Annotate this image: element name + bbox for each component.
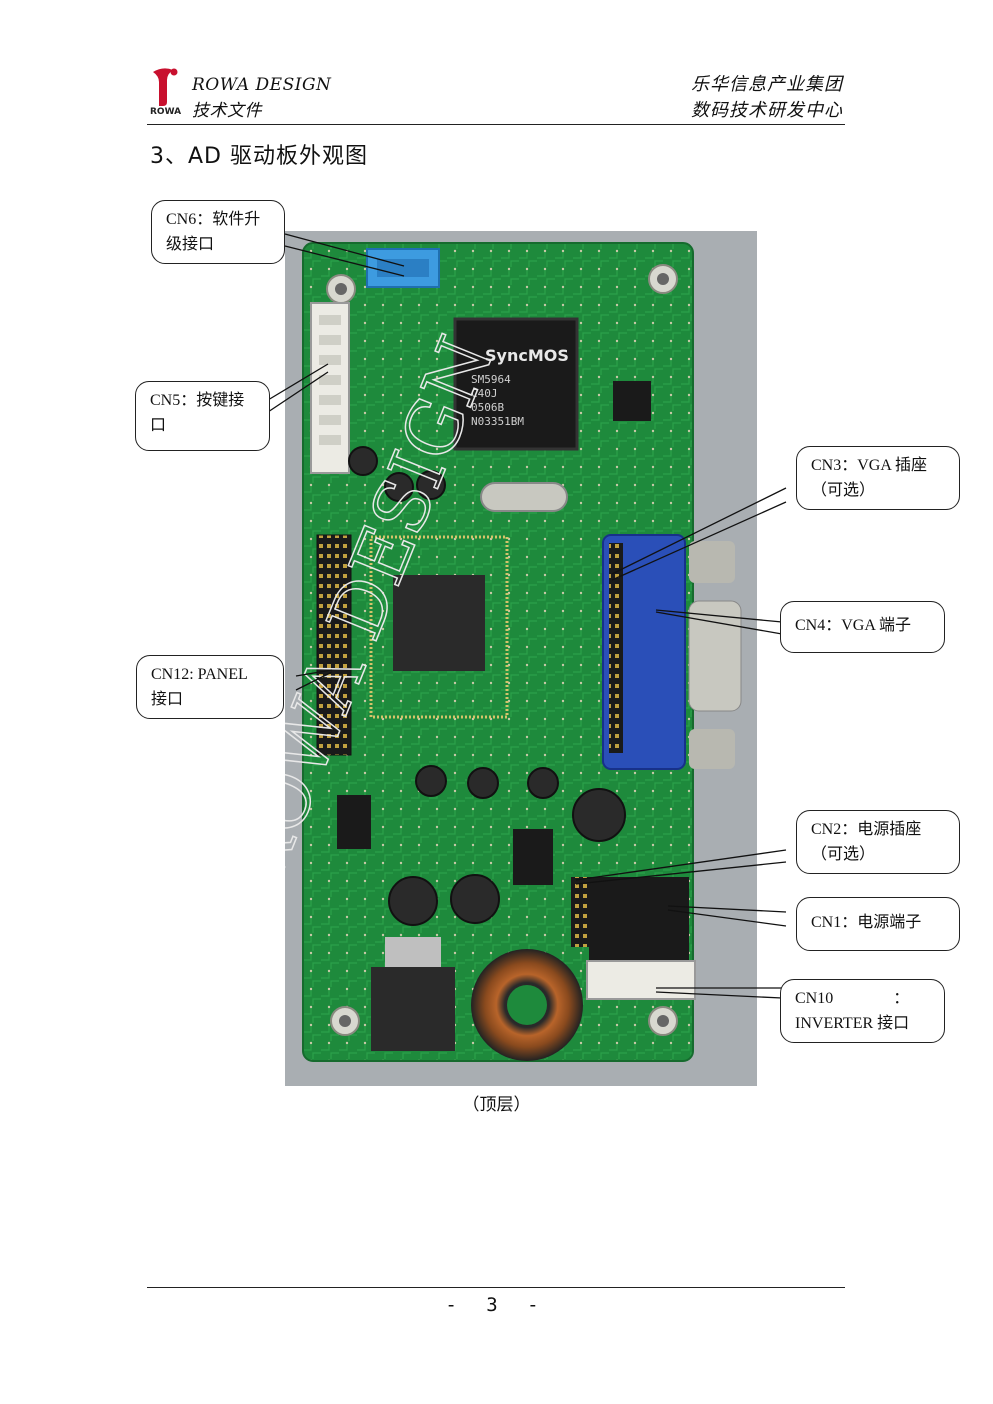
chip-brand: SyncMOS	[485, 346, 569, 365]
callout-cn5: CN5：按键接 口	[135, 381, 270, 451]
chip-line-2: C40J	[471, 387, 498, 400]
callout-cn6-line1: CN6：软件升	[166, 211, 261, 228]
callout-cn2-line2: （可选）	[811, 846, 876, 863]
callout-cn10-line2: INVERTER 接口	[795, 1015, 910, 1032]
callout-cn3: CN3：VGA 插座 （可选）	[796, 446, 960, 510]
callout-cn6-line2: 级接口	[166, 236, 215, 253]
doc-type: 技术文件	[192, 101, 262, 121]
callout-cn12-line2: 接口	[151, 691, 184, 708]
callout-cn10: CN10 ： INVERTER 接口	[780, 979, 945, 1043]
department-name: 数码技术研发中心	[691, 100, 843, 121]
header-left: ROWA DESIGN 技术文件	[192, 72, 331, 124]
callout-cn2-line1: CN2：电源插座	[811, 821, 922, 838]
callout-cn1-line1: CN1：电源端子	[811, 914, 922, 931]
callout-cn3-line2: （可选）	[811, 482, 876, 499]
mcu-chip-label: SyncMOS SM5964 C40J 0506B N03351BM	[471, 346, 569, 428]
callout-cn12-line1: CN12: PANEL	[151, 666, 248, 683]
callout-cn1: CN1：电源端子	[796, 897, 960, 951]
rowa-logo: ROWA	[150, 68, 181, 116]
header-rule	[147, 124, 845, 125]
section-title: 3、AD 驱动板外观图	[150, 144, 368, 169]
figure-caption: （顶层）	[462, 1095, 531, 1115]
chip-line-3: 0506B	[471, 401, 504, 414]
callout-cn10-line1: CN10 ：	[795, 990, 910, 1007]
header-right: 乐华信息产业集团 数码技术研发中心	[691, 72, 843, 124]
company-name: 乐华信息产业集团	[691, 74, 843, 95]
callout-cn2: CN2：电源插座 （可选）	[796, 810, 960, 874]
page-number: - 3 -	[445, 1294, 548, 1316]
callout-cn3-line1: CN3：VGA 插座	[811, 457, 928, 474]
callout-cn4-line1: CN4：VGA 端子	[795, 617, 912, 634]
callout-cn12: CN12: PANEL 接口	[136, 655, 284, 719]
chip-line-1: SM5964	[471, 373, 511, 386]
callout-cn5-line2: 口	[150, 417, 167, 434]
logo-text: ROWA	[150, 107, 181, 116]
brand-name: ROWA DESIGN	[192, 75, 332, 95]
callout-cn4: CN4：VGA 端子	[780, 601, 945, 653]
chip-line-4: N03351BM	[471, 415, 524, 428]
footer-rule	[147, 1287, 845, 1288]
callout-cn5-line1: CN5：按键接	[150, 392, 245, 409]
callout-cn6: CN6：软件升 级接口	[151, 200, 285, 264]
pcb-photo: SyncMOS SM5964 C40J 0506B N03351BM	[285, 231, 757, 1086]
